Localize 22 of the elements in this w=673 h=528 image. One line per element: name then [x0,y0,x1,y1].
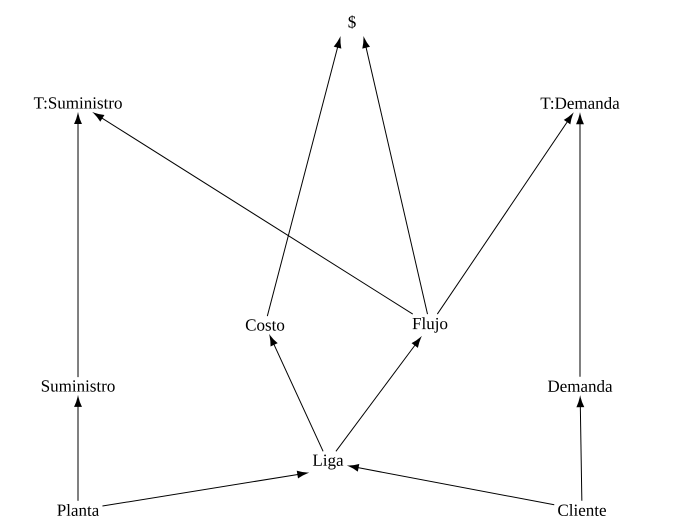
arrow [270,336,324,452]
arrow [335,337,421,452]
arrow [436,114,573,315]
arrow [94,112,414,315]
arrow [266,38,342,317]
arrow [576,114,584,378]
arrow [362,38,428,315]
arrow [348,464,555,506]
node-label: Demanda [548,380,612,392]
node-label: T:Demanda [540,96,620,109]
arrow [576,396,584,502]
node-label: Suministro [42,380,115,392]
node-label: Costo [246,319,284,331]
node-label: Cliente [558,504,606,516]
arrow [74,114,82,378]
node-label: Flujo [412,317,448,333]
arrow [102,470,308,507]
node-label: $ [348,15,356,29]
node-label: Planta [57,504,100,516]
arrow [74,396,82,502]
node-label: T:Suministro [34,97,122,109]
node-label: Liga [312,454,344,470]
